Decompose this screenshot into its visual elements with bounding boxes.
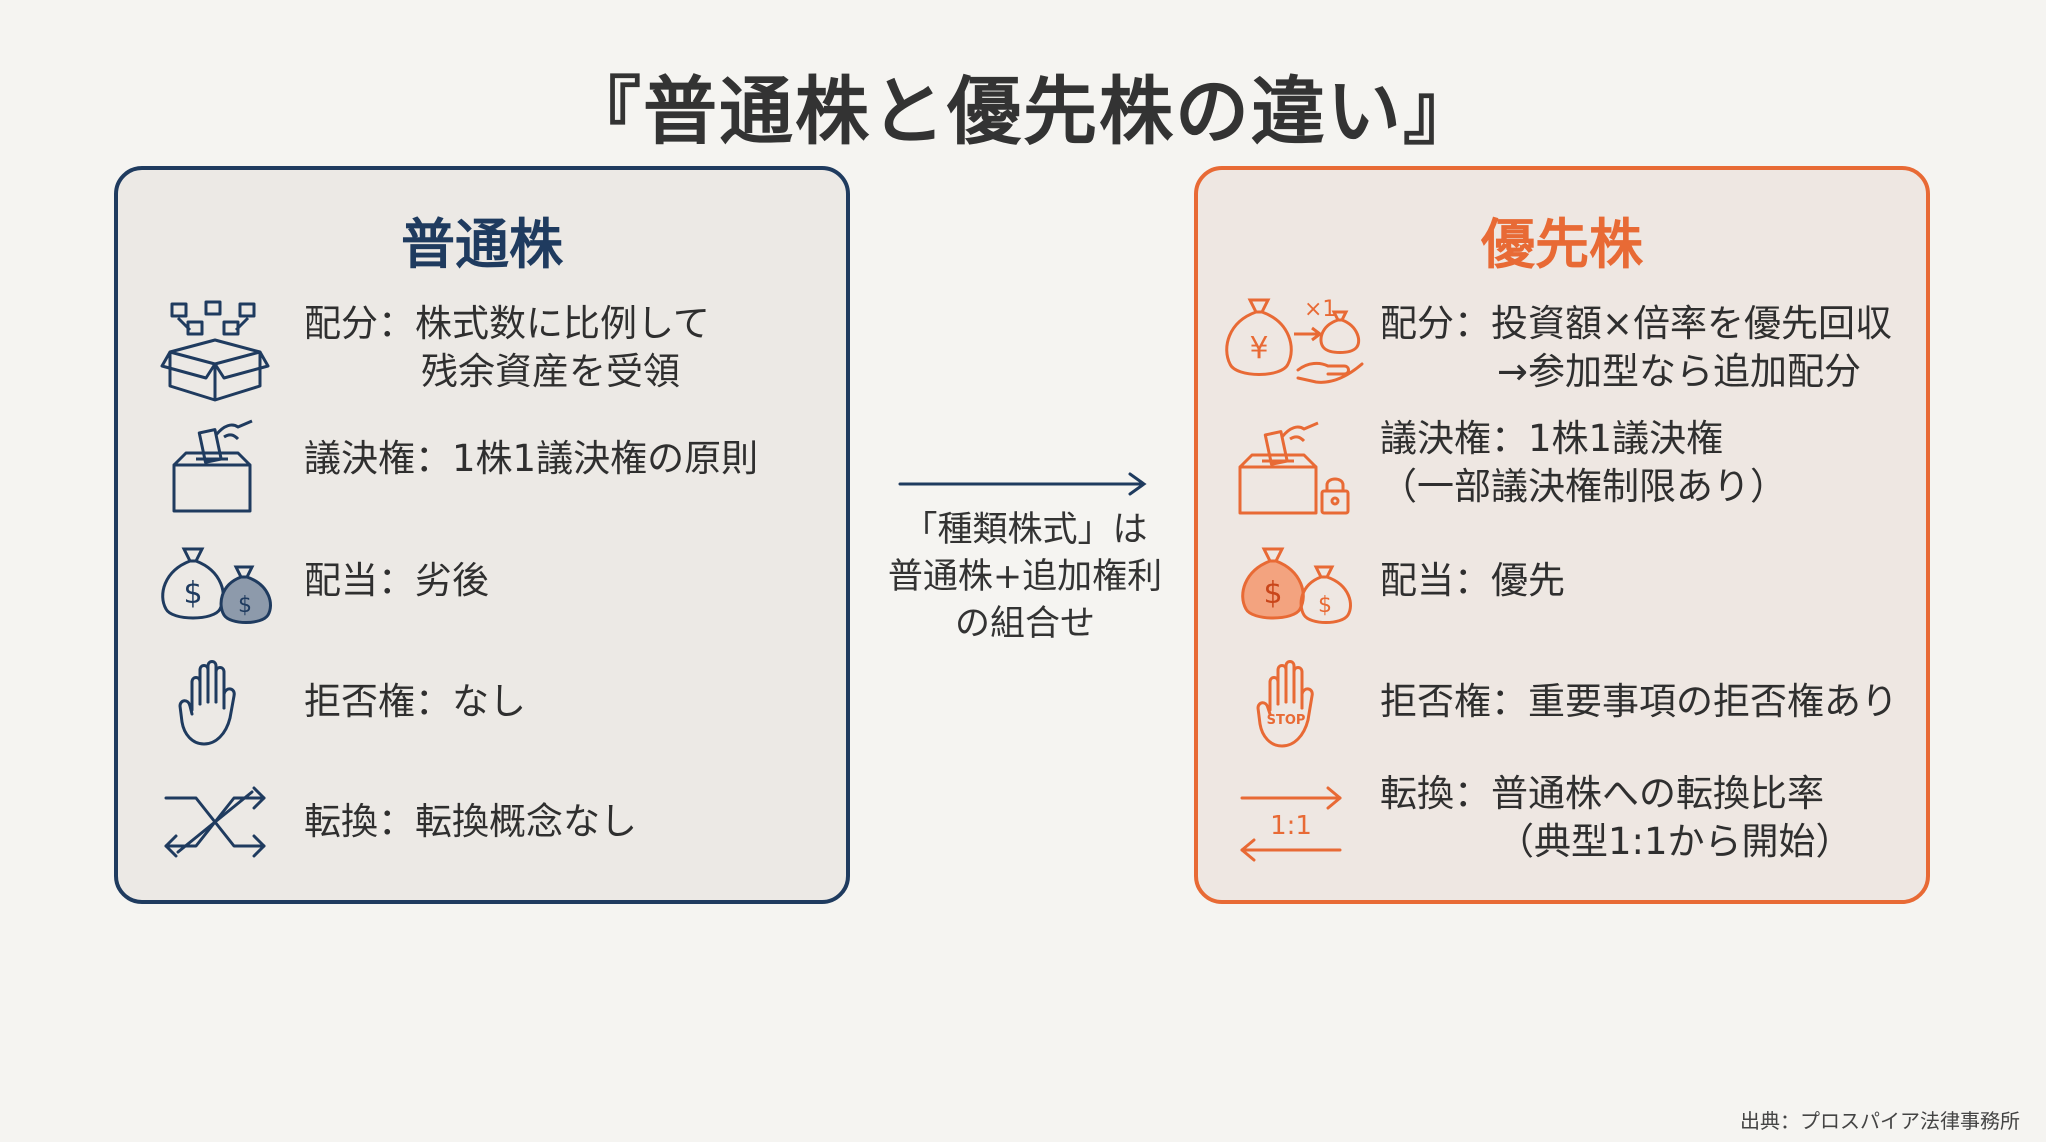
ballot-box-lock-icon — [1234, 415, 1354, 519]
comparison-arrow — [898, 470, 1148, 498]
stop-hand-icon: STOP — [1254, 658, 1334, 750]
common-dividend-text: 配当：劣後 — [304, 559, 489, 602]
source-credit: 出典：プロスパイア法律事務所 — [1740, 1109, 2020, 1133]
ballot-box-icon — [168, 415, 258, 515]
crossed-arrows-icon — [160, 782, 270, 862]
preferred-voting-line1: 議決権：1株1議決権 — [1380, 417, 1724, 460]
stop-label: STOP — [1267, 713, 1306, 728]
common-distribution-text: 配分：株式数に比例して 残余資産を受領 — [304, 300, 710, 396]
preferred-stock-panel: 優先株 ¥ ×1 配分：投資額×倍率を優先回収 →参加型なら追加配分 — [1194, 166, 1930, 904]
caption-line3: の組合せ — [954, 604, 1095, 644]
dollar-sign: $ — [1263, 576, 1282, 611]
class-shares-caption: 「種類株式」は 普通株+追加権利 の組合せ — [860, 507, 1190, 648]
yen-sign: ¥ — [1249, 331, 1268, 366]
page-title: 『普通株と優先株の違い』 — [567, 69, 1479, 155]
common-veto-text: 拒否権：なし — [304, 680, 526, 723]
caption-line1: 「種類株式」は — [902, 510, 1148, 550]
common-distribution-line1: 配分：株式数に比例して — [304, 302, 710, 345]
exchange-arrows-icon: 1:1 — [1236, 784, 1346, 864]
preferred-conversion-line2: （典型1:1から開始） — [1497, 820, 1853, 863]
preferred-veto-text: 拒否権：重要事項の拒否権あり — [1380, 680, 1898, 723]
ratio-label: 1:1 — [1270, 811, 1312, 841]
money-bags-icon: $ $ — [154, 535, 274, 625]
multiplier-label: ×1 — [1304, 297, 1336, 322]
preferred-dividend-text: 配当：優先 — [1380, 559, 1565, 602]
dollar-sign-small: $ — [1318, 593, 1332, 618]
common-stock-heading: 普通株 — [401, 213, 563, 276]
yen-bag-multiplier-icon: ¥ ×1 — [1216, 290, 1366, 388]
preferred-distribution-text: 配分：投資額×倍率を優先回収 →参加型なら追加配分 — [1380, 300, 1892, 396]
preferred-voting-text: 議決権：1株1議決権 （一部議決権制限あり） — [1380, 415, 1787, 511]
common-voting-text: 議決権：1株1議決権の原則 — [304, 437, 759, 480]
money-bags-icon: $ $ — [1234, 535, 1354, 625]
caption-line2: 普通株+追加権利 — [887, 557, 1163, 597]
common-distribution-line2: 残余資産を受領 — [421, 350, 680, 393]
preferred-distribution-line1: 配分：投資額×倍率を優先回収 — [1380, 302, 1893, 345]
preferred-conversion-line1: 転換：普通株への転換比率 — [1380, 772, 1824, 815]
open-box-icon — [160, 300, 270, 404]
common-conversion-text: 転換：転換概念なし — [304, 800, 637, 843]
preferred-distribution-line2: →参加型なら追加配分 — [1497, 350, 1862, 393]
preferred-stock-heading: 優先株 — [1481, 213, 1643, 276]
dollar-sign: $ — [183, 576, 202, 611]
preferred-conversion-text: 転換：普通株への転換比率 （典型1:1から開始） — [1380, 770, 1853, 866]
dollar-sign-small: $ — [238, 593, 252, 618]
raised-hand-icon — [176, 658, 252, 748]
common-stock-panel: 普通株 配分：株式数に比例して 残余資産を受領 — [114, 166, 850, 904]
preferred-voting-line2: （一部議決権制限あり） — [1380, 465, 1787, 508]
